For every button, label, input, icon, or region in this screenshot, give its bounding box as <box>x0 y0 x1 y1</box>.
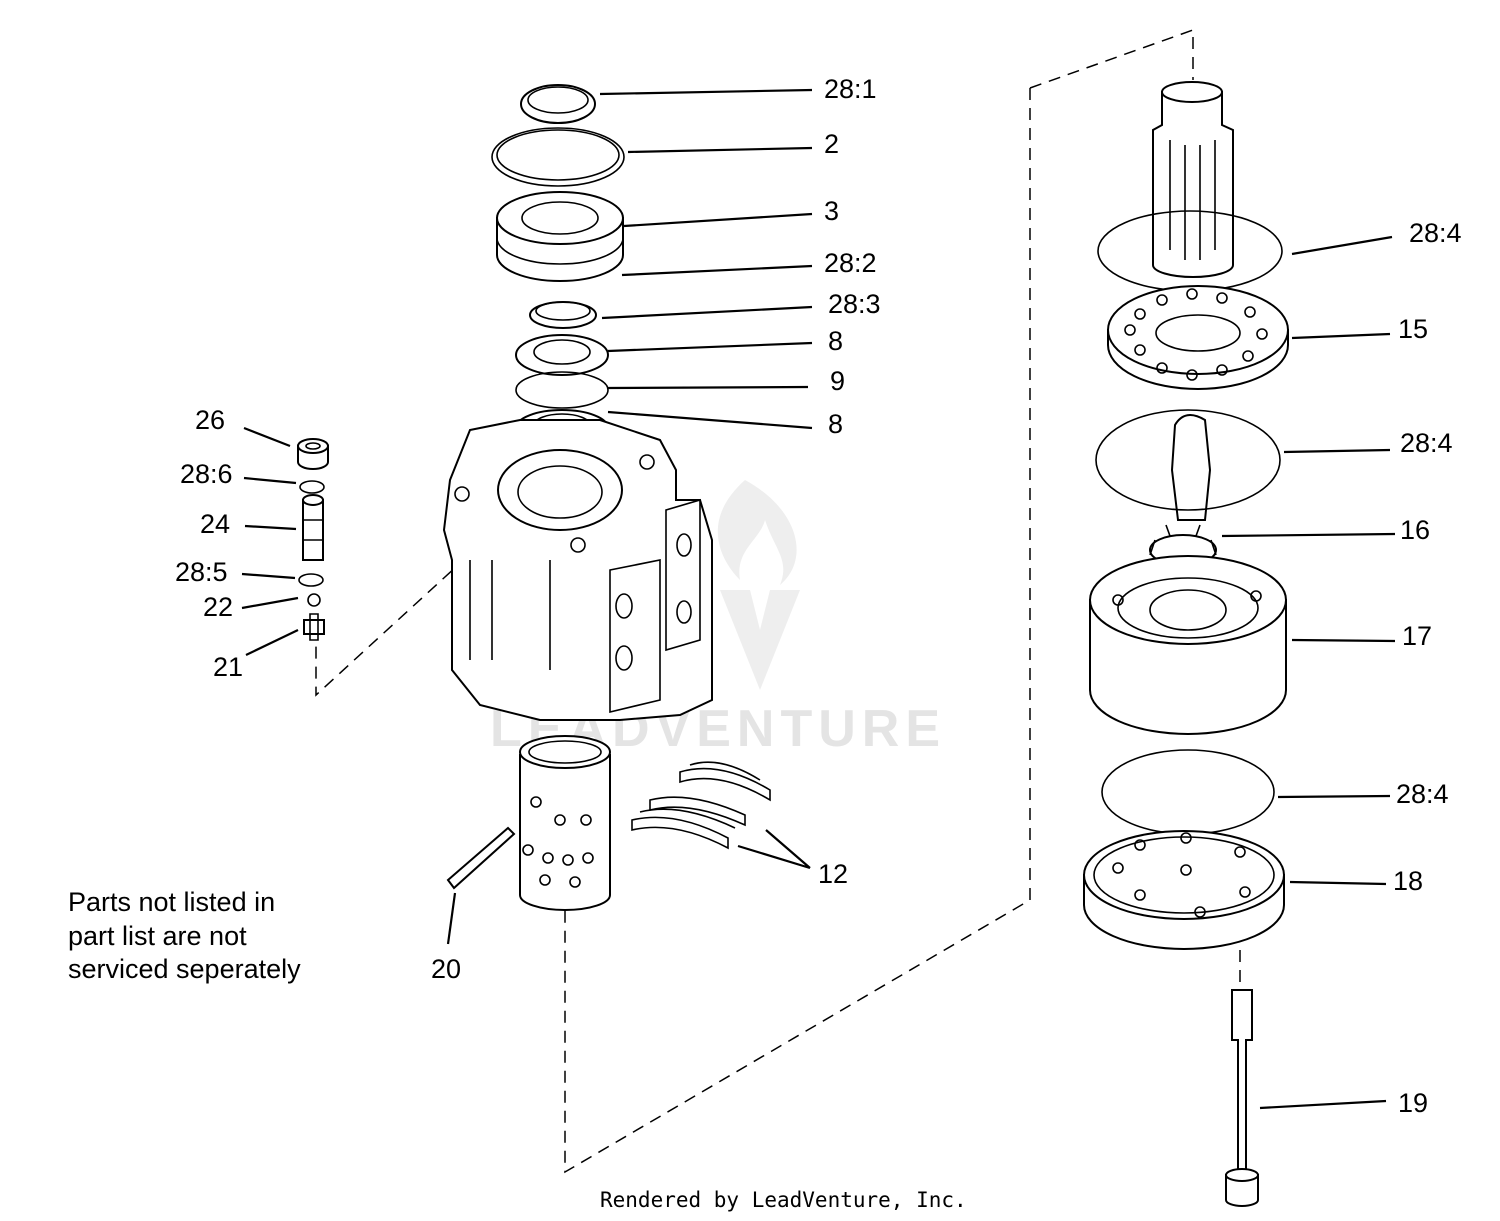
part-28-6-oring <box>299 480 325 494</box>
callout-20: 20 <box>431 954 461 984</box>
callout-16: 16 <box>1400 515 1430 545</box>
callout-28-4-c: 28:4 <box>1396 779 1449 809</box>
part-8-washer-top <box>515 334 609 376</box>
part-20-pin <box>446 826 516 890</box>
callout-18: 18 <box>1393 866 1423 896</box>
part-28-5-oring <box>298 573 324 587</box>
callout-24: 24 <box>200 509 230 539</box>
note-line-1: Parts not listed in <box>68 887 275 917</box>
callout-9: 9 <box>830 366 845 396</box>
callout-15: 15 <box>1398 314 1428 344</box>
callout-28-2: 28:2 <box>824 248 877 278</box>
part-3-bushing <box>496 191 624 282</box>
part-drive-link <box>1170 414 1212 521</box>
part-12-centering-springs <box>631 761 771 850</box>
callout-17: 17 <box>1402 621 1432 651</box>
callout-22: 22 <box>203 592 233 622</box>
part-22-ball <box>307 593 321 607</box>
part-shaft <box>1152 81 1234 278</box>
part-24-valve <box>302 494 324 561</box>
footer-credit: Rendered by LeadVenture, Inc. <box>600 1188 967 1212</box>
callout-labels: 28:1 2 3 28:2 28:3 8 9 8 26 28:6 24 28:5… <box>175 74 1462 1118</box>
callout-12: 12 <box>818 859 848 889</box>
part-28-1-seal <box>520 84 596 124</box>
note-line-2: part list are not <box>68 921 247 951</box>
callout-28-5: 28:5 <box>175 557 228 587</box>
part-28-4-oring-c <box>1101 749 1275 835</box>
callout-2: 2 <box>824 129 839 159</box>
callout-26: 26 <box>195 405 225 435</box>
part-18-end-cap <box>1083 830 1285 950</box>
callout-28-3: 28:3 <box>828 289 881 319</box>
part-9-spring <box>515 371 609 409</box>
callout-19: 19 <box>1398 1088 1428 1118</box>
callout-28-6: 28:6 <box>180 459 233 489</box>
part-19-bolt <box>1225 989 1259 1207</box>
callout-21: 21 <box>213 652 243 682</box>
callout-3: 3 <box>824 196 839 226</box>
leader-lines <box>241 88 1396 1110</box>
part-17-gerotor <box>1089 555 1287 735</box>
note-line-3: serviced seperately <box>68 954 301 984</box>
callout-8-bottom: 8 <box>828 409 843 439</box>
part-21-seat <box>303 613 325 641</box>
part-2-oring <box>491 127 625 187</box>
callout-28-1: 28:1 <box>824 74 877 104</box>
callout-28-4-b: 28:4 <box>1400 428 1453 458</box>
callout-8-top: 8 <box>828 326 843 356</box>
part-15-plate <box>1107 285 1289 390</box>
part-28-4-oring-b <box>1095 409 1281 511</box>
service-note: Parts not listed in part list are not se… <box>68 887 301 984</box>
part-28-3-ring <box>529 301 597 329</box>
part-sleeve <box>519 735 611 911</box>
housing-body <box>442 419 713 721</box>
part-26-plug <box>297 438 329 470</box>
callout-28-4-a: 28:4 <box>1409 218 1462 248</box>
